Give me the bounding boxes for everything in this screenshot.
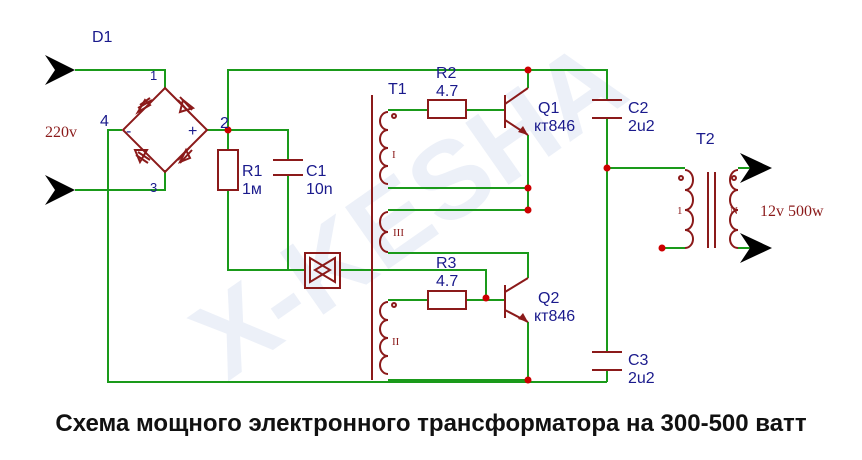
label-d1: D1 — [92, 29, 113, 46]
pin-1: 1 — [150, 68, 157, 83]
label-c1: C1 — [306, 163, 327, 180]
label-q1-type: кт846 — [534, 118, 575, 135]
label-output: 12v 500w — [760, 203, 824, 220]
capacitor-c2 — [592, 99, 622, 119]
label-r1-value: 1м — [242, 181, 262, 198]
label-c2-value: 2u2 — [628, 118, 655, 135]
output-arrow-top — [740, 153, 772, 183]
pin-2: 2 — [220, 115, 229, 132]
resistor-r3 — [427, 290, 467, 310]
label-winding-ii: II — [392, 336, 400, 348]
pin-plus: + — [188, 123, 197, 140]
capacitor-c3 — [592, 351, 622, 371]
junction-dots — [224, 66, 666, 384]
label-winding-i: I — [392, 149, 396, 161]
pin-minus: - — [126, 123, 131, 140]
input-arrow-bottom — [45, 175, 75, 205]
label-t2-primary: 1 — [677, 205, 683, 217]
label-r1: R1 — [242, 163, 263, 180]
capacitor-c1 — [273, 159, 303, 176]
label-input-voltage: 220v — [45, 124, 77, 141]
schematic-title: Схема мощного электронного трансформатор… — [55, 410, 807, 437]
pin-4: 4 — [100, 113, 109, 130]
label-q2-type: кт846 — [534, 308, 575, 325]
label-r3: R3 — [436, 255, 457, 272]
pin-3: 3 — [150, 180, 157, 195]
transformer-t2 — [678, 169, 739, 249]
diode-bridge-d1 — [121, 86, 209, 174]
output-arrow-bottom — [740, 233, 772, 263]
label-c2: C2 — [628, 100, 649, 117]
transistor-q2 — [504, 277, 529, 323]
resistor-r2 — [427, 99, 467, 119]
label-r2-value: 4.7 — [436, 83, 458, 100]
transistor-q1 — [504, 87, 529, 136]
transformer-t1 — [371, 95, 397, 380]
label-t1: T1 — [388, 81, 407, 98]
label-c3-value: 2u2 — [628, 370, 655, 387]
label-t2: T2 — [696, 131, 715, 148]
label-c3: C3 — [628, 352, 649, 369]
dinistor — [304, 252, 341, 289]
label-winding-iii: III — [393, 227, 404, 239]
input-arrow-top — [45, 55, 75, 85]
resistor-r1 — [217, 149, 239, 191]
label-c1-value: 10n — [306, 181, 333, 198]
label-q2: Q2 — [538, 290, 559, 307]
label-t2-secondary: N — [730, 205, 738, 217]
label-r3-value: 4.7 — [436, 273, 458, 290]
label-q1: Q1 — [538, 100, 559, 117]
label-r2: R2 — [436, 65, 457, 82]
